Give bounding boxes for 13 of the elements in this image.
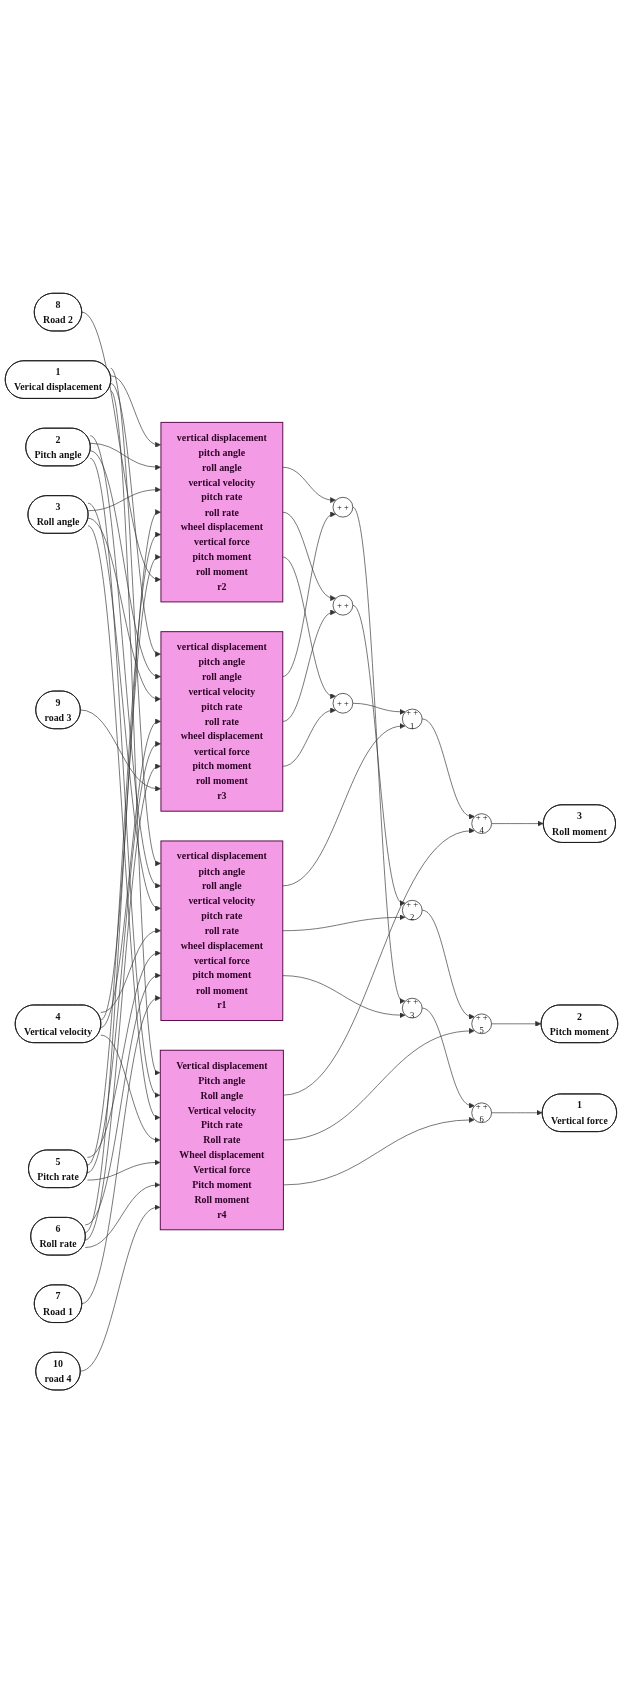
node-circle: + + 2 (402, 899, 423, 921)
node-circle: + + 6 (471, 1102, 492, 1123)
node-circle: + + 5 (471, 1013, 492, 1034)
node-box: vertical displacement pitch angle roll angle vertical velocity pitch rate roll rate wheel displacement vertical force pitch moment roll moment r2 (160, 421, 284, 603)
node-box: vertical displacement pitch angle roll angle vertical velocity pitch rate roll rate wheel displacement vertical force pitch moment roll moment r3 (160, 631, 284, 812)
node-circle: + + (332, 496, 354, 518)
node-circle: + + 3 (402, 997, 423, 1019)
node-box: Vertical displacement Pitch angle Roll angle Vertical velocity Pitch rate Roll rate Wheel displacement Vertical force Pitch moment Roll moment r4 (159, 1049, 284, 1231)
node-circle: + + 4 (471, 813, 492, 834)
node-box: vertical displacement pitch angle roll angle vertical velocity pitch rate roll rate wheel displacement vertical force pitch moment roll moment r1 (160, 840, 284, 1021)
node-circle: + + 1 (402, 708, 423, 730)
node-circle: + + (332, 692, 354, 714)
node-circle: + + (332, 594, 354, 616)
